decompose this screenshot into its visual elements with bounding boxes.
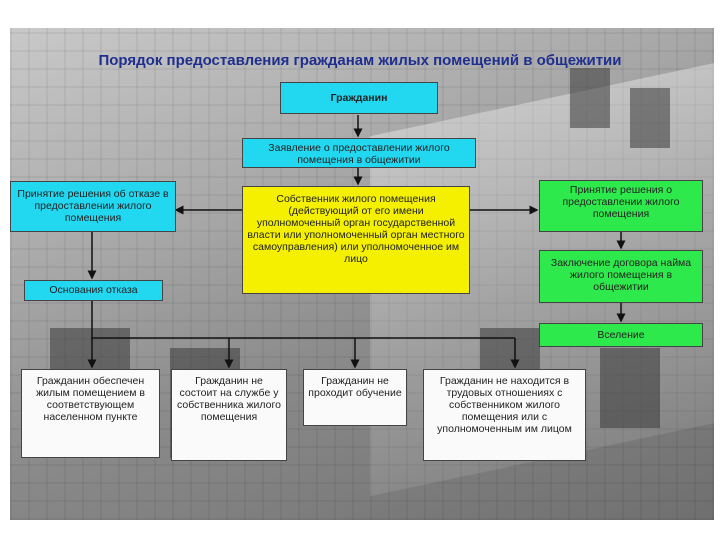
- node-application: Заявление о предоставлении жилого помеще…: [242, 138, 476, 168]
- node-refusal-grounds: Основания отказа: [24, 280, 163, 301]
- node-ground-housed: Гражданин обеспечен жилым помещением в с…: [21, 369, 160, 458]
- node-ground-not-serving: Гражданин не состоит на службе у собстве…: [171, 369, 287, 461]
- node-move-in: Вселение: [539, 323, 703, 347]
- page-title: Порядок предоставления гражданам жилых п…: [98, 52, 622, 69]
- node-grant-decision: Принятие решения о предоставлении жилого…: [539, 180, 703, 232]
- node-owner: Собственник жилого помещения (действующи…: [242, 186, 470, 294]
- window-shape: [630, 88, 670, 148]
- window-shape: [570, 68, 610, 128]
- node-ground-not-studying: Гражданин не проходит обучение: [303, 369, 407, 426]
- node-ground-not-employed: Гражданин не находится в трудовых отноше…: [423, 369, 586, 461]
- line-grounds-bus: [91, 301, 515, 339]
- node-citizen: Гражданин: [280, 82, 438, 114]
- window-shape: [600, 348, 660, 428]
- node-contract: Заключение договора найма жилого помещен…: [539, 250, 703, 303]
- node-refusal-decision: Принятие решения об отказе в предоставле…: [10, 181, 176, 232]
